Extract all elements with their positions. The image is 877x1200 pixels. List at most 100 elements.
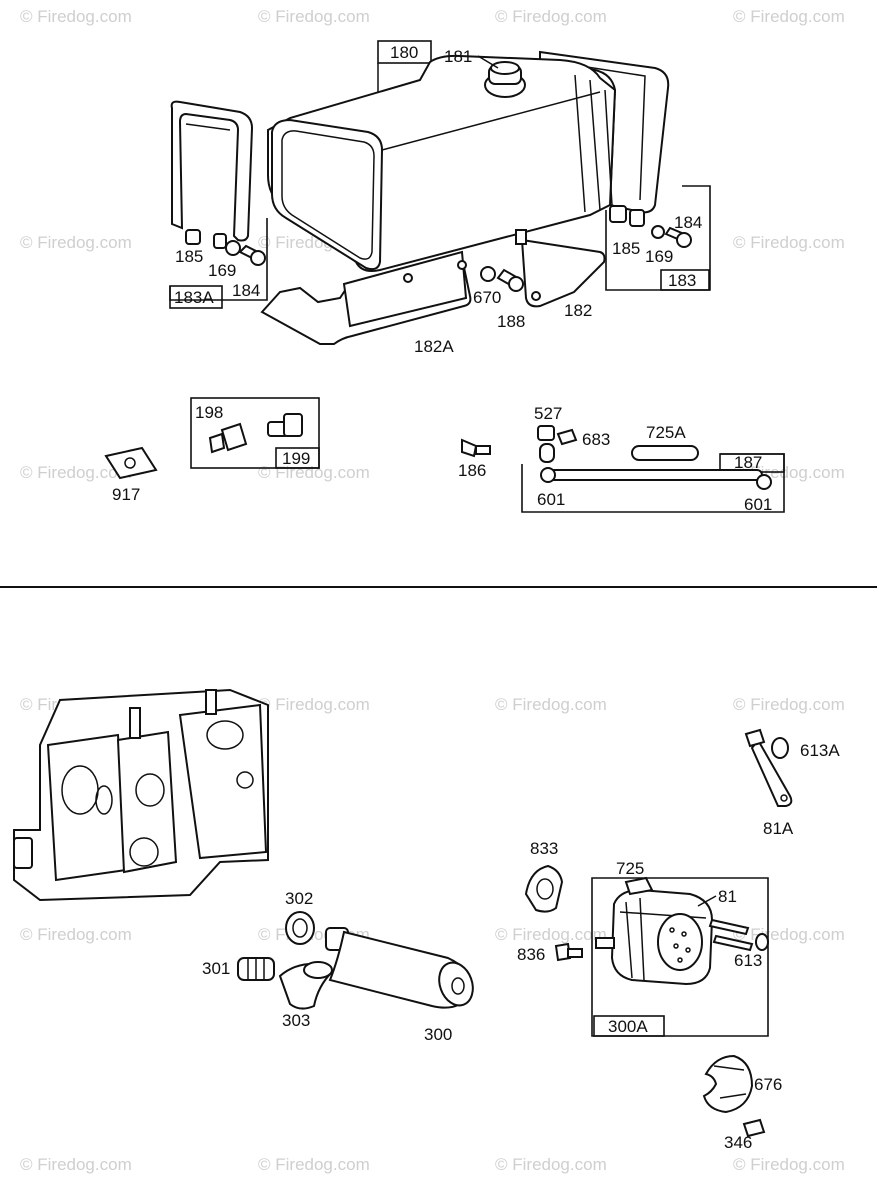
part-label-169: 169 (208, 261, 236, 280)
elbow-opening (303, 961, 333, 979)
part-label-725: 725 (616, 859, 644, 878)
part-label-725A: 725A (646, 423, 686, 442)
screw-part-613A (744, 728, 766, 748)
part-label-346: 346 (724, 1133, 752, 1152)
muffler-outlet (451, 977, 465, 995)
callout-box-183-label (660, 269, 710, 291)
muffler-seam (625, 901, 633, 979)
watermark-text: © Firedog.com (495, 925, 607, 944)
gasket-part-833 (524, 864, 564, 913)
callout-box-199-label (275, 447, 320, 469)
engine-block-illustration (13, 688, 269, 902)
screw-part-683 (556, 428, 578, 446)
part-label-188: 188 (497, 312, 525, 331)
muffler-vent (681, 931, 687, 937)
fuel-tank-front-face-inner (281, 130, 375, 260)
watermark-text: © Firedog.com (20, 925, 132, 944)
part-label-676: 676 (754, 1075, 782, 1094)
part-label-613A: 613A (800, 741, 840, 760)
part-label-303: 303 (282, 1011, 310, 1030)
fitting-part-186-stem (475, 445, 491, 455)
mounting-bracket-182 (520, 238, 606, 308)
fuel-fittings-group: 199 198 917 186 527 683 725A 187 601 601 (104, 397, 785, 514)
muffler-end-cap (438, 961, 474, 1007)
gasket-hole (536, 878, 554, 900)
watermark-text: © Firedog.com (20, 233, 132, 252)
bracket-hole (457, 260, 467, 270)
spark-screen-676 (702, 1054, 754, 1114)
part-label-185: 185 (612, 239, 640, 258)
clamp-part-601 (540, 467, 556, 483)
screen-mesh (719, 1093, 747, 1099)
callout-box-199 (190, 397, 320, 469)
callout-box-183A-label (169, 285, 223, 309)
screw-part-613 (708, 918, 750, 936)
cylinder-port (135, 773, 165, 807)
engine-side-block (178, 703, 268, 860)
fuel-tank-rear-strap (539, 50, 670, 214)
cylinder-port (129, 837, 159, 867)
deflector-hole (780, 794, 788, 802)
screw-part-836-stem (567, 948, 583, 958)
part-label-301: 301 (202, 959, 230, 978)
part-label-601: 601 (537, 490, 565, 509)
bolt-head-part-184 (250, 250, 266, 266)
fitting-part-198 (220, 422, 248, 452)
part-label-184: 184 (674, 213, 702, 232)
fuel-tank-front-strap (170, 100, 254, 242)
clip-part-185 (213, 233, 227, 249)
muffler-assembly-left: 302 301 303 300 (202, 889, 474, 1044)
part-label-198: 198 (195, 403, 223, 422)
part-label-185: 185 (175, 247, 203, 266)
part-label-527: 527 (534, 404, 562, 423)
part-label-81: 81 (718, 887, 737, 906)
fitting-hex (283, 413, 303, 437)
clip-part-185 (629, 209, 645, 227)
part-label-81A: 81A (763, 819, 794, 838)
leader-line (477, 55, 499, 69)
fitting-nut (208, 432, 226, 454)
watermark-text: © Firedog.com (733, 925, 845, 944)
callout-box-300A-label (593, 1015, 665, 1037)
part-label-601: 601 (744, 495, 772, 514)
watermark-text: © Firedog.com (258, 695, 370, 714)
part-label-169: 169 (645, 247, 673, 266)
part-label-186: 186 (458, 461, 486, 480)
engine-stud (129, 707, 141, 739)
watermark-text: © Firedog.com (733, 1155, 845, 1174)
muffler-inlet-pipe (595, 937, 615, 949)
part-label-833: 833 (530, 839, 558, 858)
part-label-300A: 300A (608, 1017, 648, 1036)
watermark-text: © Firedog.com (20, 7, 132, 26)
screw-head-613A (771, 737, 789, 759)
fuel-tank-band-line (381, 91, 601, 151)
deflector-part-81A (750, 738, 793, 807)
engine-stud (205, 689, 217, 715)
fuel-cap-knob (490, 61, 520, 75)
fuel-tank-assembly: 180 181 183A 185 169 184 (169, 40, 711, 356)
watermark-text: © Firedog.com (258, 463, 370, 482)
part-label-183A: 183A (174, 288, 214, 307)
fuel-hose-725A (631, 445, 699, 461)
bolt-head-part-188 (508, 276, 524, 292)
bracket-hole (403, 273, 413, 283)
part-label-670: 670 (473, 288, 501, 307)
part-label-182A: 182A (414, 337, 454, 356)
engine-gasket-plate (46, 733, 128, 882)
muffler-face (657, 913, 703, 971)
engine-opening (206, 720, 244, 750)
part-label-181: 181 (444, 47, 472, 66)
part-label-184: 184 (232, 281, 260, 300)
watermark-text: © Firedog.com (733, 233, 845, 252)
part-label-183: 183 (668, 271, 696, 290)
part-label-182: 182 (564, 301, 592, 320)
fitting-part-186 (461, 438, 478, 458)
part-label-302: 302 (285, 889, 313, 908)
fuel-tank-front-face (271, 118, 384, 271)
muffler-seam (639, 897, 645, 981)
clip-part-917 (104, 446, 158, 480)
screw-part-613 (712, 934, 754, 952)
screw-part-346 (742, 1118, 766, 1138)
